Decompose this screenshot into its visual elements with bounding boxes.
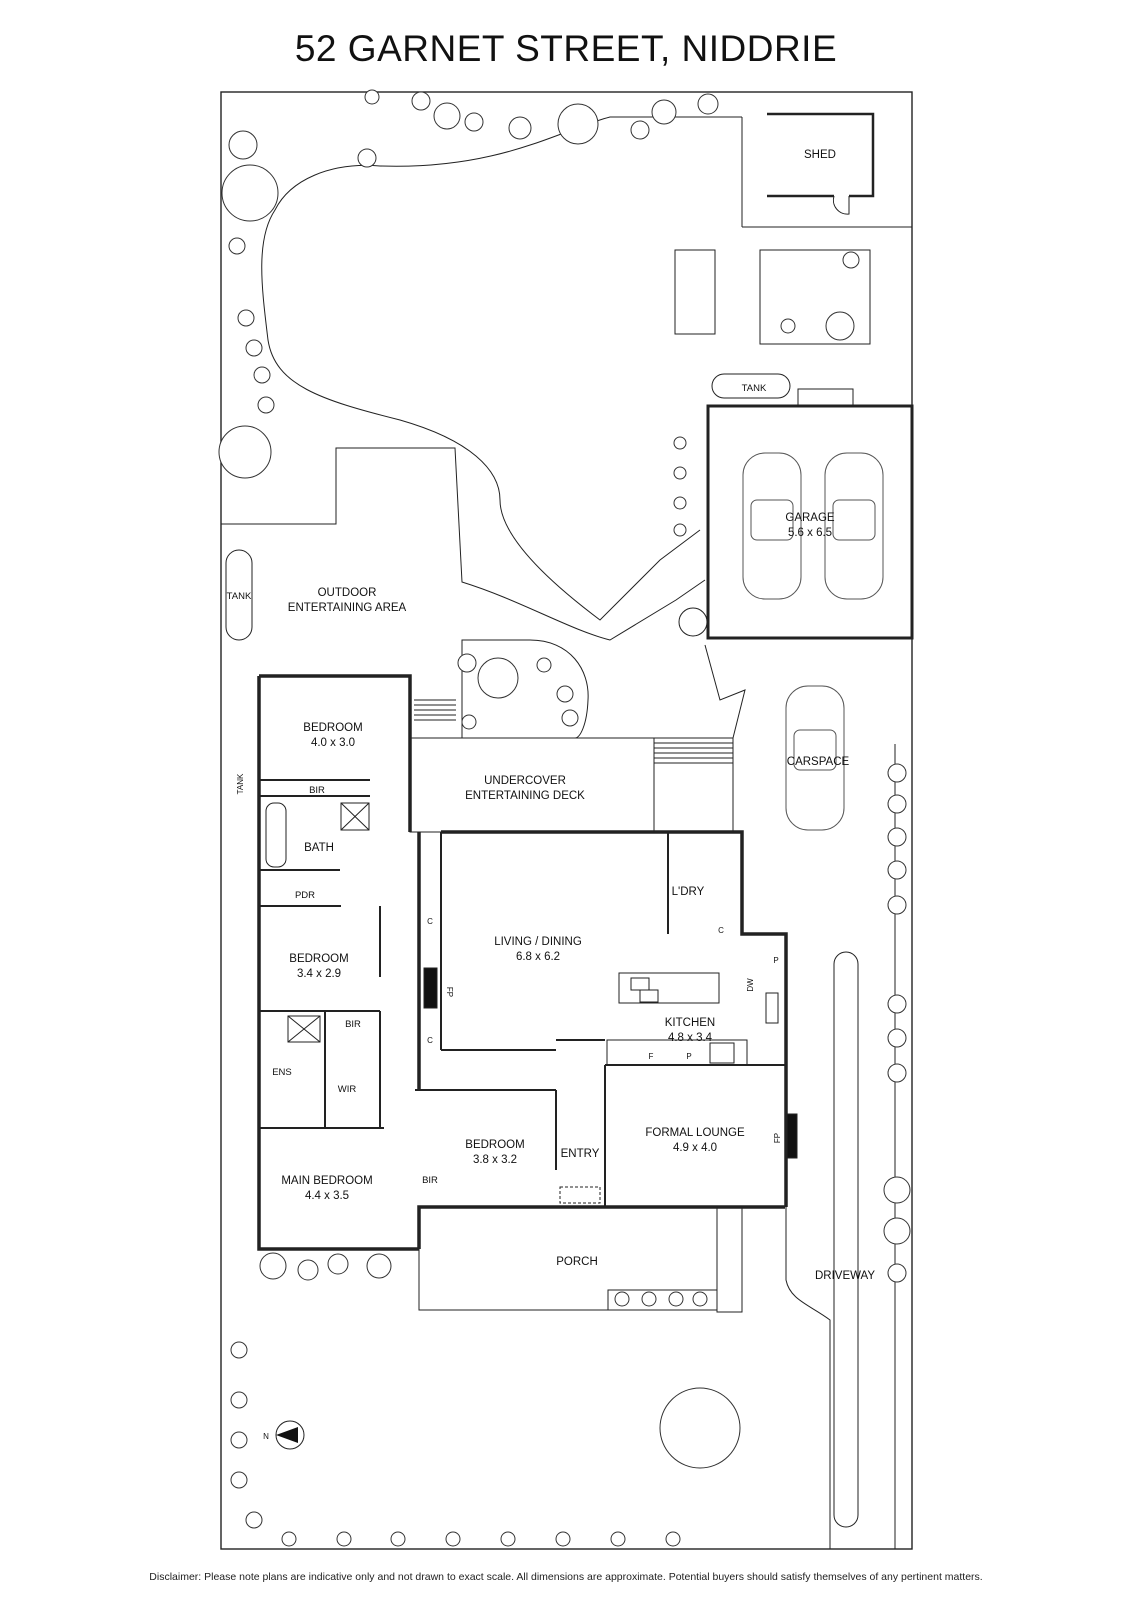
driveway-label: DRIVEWAY	[815, 1270, 875, 1282]
garage-label: GARAGE	[785, 512, 835, 524]
main-bedroom-dims: 4.4 x 3.5	[305, 1190, 349, 1202]
garage-outline	[706, 404, 914, 640]
outdoor-area-edge	[221, 447, 706, 641]
p2-label: P	[686, 1052, 691, 1061]
bedroom3-label: BEDROOM	[465, 1139, 524, 1151]
fireplace-living	[423, 967, 438, 1009]
garden-bed-right	[759, 249, 871, 345]
formal-lounge-label: FORMAL LOUNGE	[645, 1127, 745, 1139]
bedroom1-label: BEDROOM	[303, 722, 362, 734]
porch-label: PORCH	[556, 1256, 598, 1268]
page-title: 52 GARNET STREET, NIDDRIE	[294, 28, 838, 69]
bathtub	[265, 802, 287, 868]
kitchen-label: KITCHEN	[665, 1017, 715, 1029]
carport-edge	[704, 644, 746, 739]
p1-label: P	[773, 956, 778, 965]
porch-steps	[716, 1206, 743, 1313]
kitchen-sink	[765, 992, 779, 1024]
garage-dims: 5.6 x 6.5	[788, 527, 832, 539]
cooktop	[709, 1042, 735, 1064]
entry-label: ENTRY	[561, 1148, 600, 1160]
formal-lounge-dims: 4.9 x 4.0	[673, 1142, 717, 1154]
carspace-label: CARSPACE	[787, 756, 850, 768]
pdr-label: PDR	[295, 890, 315, 901]
lawn-edge	[261, 116, 742, 621]
bir1-label: BIR	[309, 785, 325, 796]
main-bedroom-label: MAIN BEDROOM	[281, 1175, 372, 1187]
shed-door	[832, 195, 850, 215]
porch-garden-bed	[607, 1289, 718, 1311]
garden-shrubs	[218, 89, 911, 1547]
c3-label: C	[718, 926, 724, 935]
driveway-edge	[785, 1207, 831, 1549]
f1-label: F	[649, 1052, 654, 1061]
hvac-unit	[797, 388, 854, 408]
property-boundary	[220, 91, 913, 1550]
bedroom1-dims: 4.0 x 3.0	[311, 737, 355, 749]
fp-living-label: FP	[445, 987, 454, 997]
deck-outline	[409, 737, 655, 833]
kitchen-dims: 4.8 x 3.4	[668, 1032, 713, 1044]
dw-label: DW	[746, 978, 755, 992]
entry-doormat	[559, 1186, 601, 1204]
bath-label: BATH	[304, 842, 334, 854]
tank-top	[711, 373, 791, 399]
ens-label: ENS	[272, 1067, 292, 1078]
kitchen-bench	[606, 1039, 748, 1066]
shower	[340, 802, 370, 831]
driveway-strip	[833, 951, 859, 1528]
bir3-label: BIR	[422, 1175, 438, 1186]
disclaimer: Disclaimer: Please note plans are indica…	[149, 1571, 983, 1583]
tank-left-label: TANK	[227, 591, 252, 602]
garden-bed-deck	[461, 639, 589, 739]
gate-post	[678, 607, 708, 637]
car-icons	[742, 452, 884, 831]
deck-label-1: UNDERCOVER	[484, 775, 566, 787]
shed-label: SHED	[804, 149, 836, 161]
house-wall-west	[259, 674, 412, 832]
bedroom2-label: BEDROOM	[289, 953, 348, 965]
ensuite-shower	[287, 1015, 321, 1043]
kitchen-island	[618, 972, 720, 1004]
compass-icon	[275, 1420, 305, 1450]
bedroom3-dims: 3.8 x 3.2	[473, 1154, 517, 1166]
fireplace-lounge	[786, 1113, 798, 1159]
tank-left-upper	[225, 549, 253, 641]
c2-label: C	[427, 1036, 433, 1045]
fp-lounge-label: FP	[773, 1133, 782, 1143]
bedroom2-dims: 3.4 x 2.9	[297, 968, 341, 980]
garden-bed-centre	[674, 249, 716, 335]
wir-label: WIR	[338, 1084, 357, 1095]
deck-label-2: ENTERTAINING DECK	[465, 790, 585, 802]
living-dims: 6.8 x 6.2	[516, 951, 560, 963]
bir2-label: BIR	[345, 1019, 361, 1030]
compass-n-label: N	[263, 1432, 269, 1441]
tank-left2-label: TANK	[236, 773, 245, 794]
shed-outline	[767, 112, 875, 198]
ldry-label: L'DRY	[672, 886, 705, 898]
outdoor-label-2: ENTERTAINING AREA	[288, 602, 407, 614]
outdoor-label-1: OUTDOOR	[318, 587, 377, 599]
tank-top-label: TANK	[742, 383, 767, 394]
c1-label: C	[427, 917, 433, 926]
living-label: LIVING / DINING	[494, 936, 582, 948]
